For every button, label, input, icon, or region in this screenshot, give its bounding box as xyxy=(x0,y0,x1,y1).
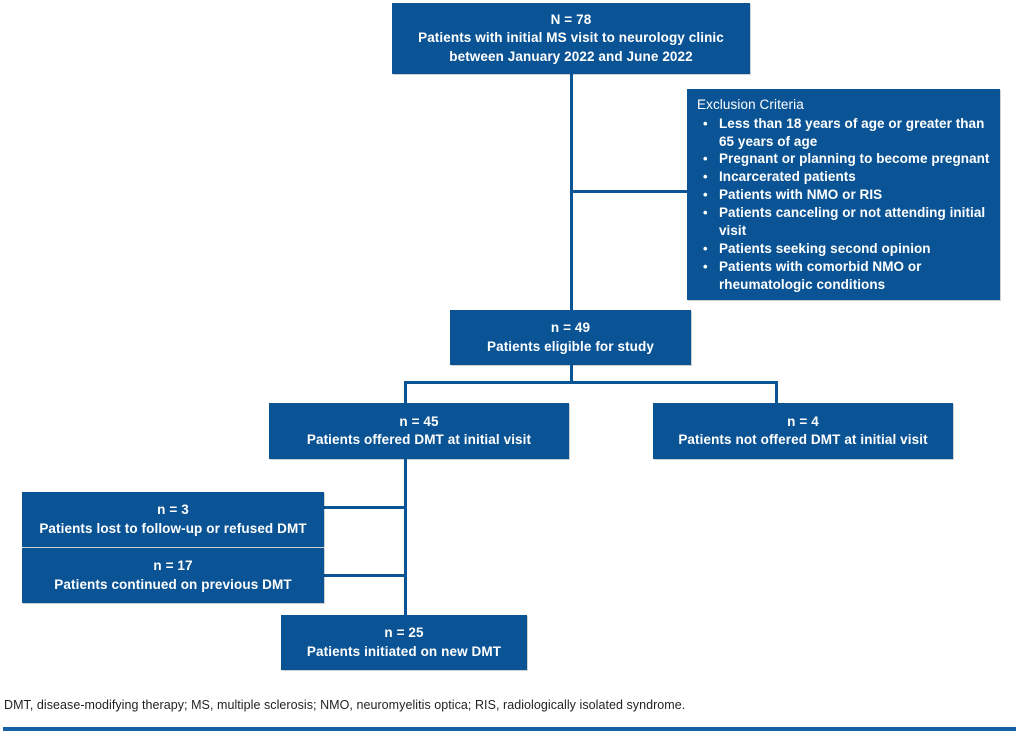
connector-split-bar xyxy=(404,381,778,384)
connector-split-left-drop xyxy=(404,381,407,404)
connector-split-right-drop xyxy=(775,381,778,404)
node-initiated-new: n = 25 Patients initiated on new DMT xyxy=(281,615,527,670)
bullet-icon: • xyxy=(703,187,708,203)
exclusion-criteria-item: • Patients canceling or not attending in… xyxy=(697,204,990,240)
bullet-icon: • xyxy=(703,241,708,257)
exclusion-criteria-item: • Patients seeking second opinion xyxy=(697,240,990,258)
node-lost-refused: n = 3 Patients lost to follow-up or refu… xyxy=(22,492,324,547)
node-offered-dmt-desc: Patients offered DMT at initial visit xyxy=(306,432,532,447)
exclusion-criteria-item-label: Incarcerated patients xyxy=(719,169,856,185)
bullet-icon: • xyxy=(703,169,708,185)
exclusion-criteria-item: • Patients with NMO or RIS xyxy=(697,186,990,204)
node-lost-refused-count: n = 3 xyxy=(157,502,189,518)
bullet-icon: • xyxy=(703,115,708,131)
node-enrolled-desc-line1: Patients with initial MS visit to neurol… xyxy=(418,30,724,46)
node-continued-previous: n = 17 Patients continued on previous DM… xyxy=(22,548,324,603)
connector-eligible-stub xyxy=(570,365,573,384)
exclusion-criteria-item-label: Pregnant or planning to become pregnant xyxy=(719,151,990,167)
exclusion-criteria-item: • Less than 18 years of age or greater t… xyxy=(697,115,990,151)
node-not-offered-dmt-desc: Patients not offered DMT at initial visi… xyxy=(678,432,928,447)
connector-branch-continued-previous xyxy=(324,574,407,577)
bullet-icon: • xyxy=(703,259,708,275)
connector-offered-to-initiated xyxy=(404,459,407,616)
exclusion-criteria-item-label: Patients with NMO or RIS xyxy=(719,187,883,203)
connector-branch-lost-refused xyxy=(324,506,407,509)
exclusion-criteria-item: • Incarcerated patients xyxy=(697,168,990,186)
exclusion-criteria-item-label: Patients with comorbid NMO or rheumatolo… xyxy=(719,259,922,293)
node-eligible: n = 49 Patients eligible for study xyxy=(450,310,691,365)
node-lost-refused-desc: Patients lost to follow-up or refused DM… xyxy=(39,520,307,536)
node-continued-previous-desc: Patients continued on previous DMT xyxy=(54,576,292,592)
node-continued-previous-count: n = 17 xyxy=(153,558,193,574)
node-offered-dmt-count: n = 45 xyxy=(399,413,439,429)
node-not-offered-dmt-count: n = 4 xyxy=(787,413,819,429)
bottom-accent-rule xyxy=(3,727,1016,731)
exclusion-criteria-item-label: Patients canceling or not attending init… xyxy=(719,205,986,239)
figure-footnote: DMT, disease-modifying therapy; MS, mult… xyxy=(4,698,686,712)
node-enrolled-desc-line2: between January 2022 and June 2022 xyxy=(449,48,693,64)
exclusion-criteria-item: • Pregnant or planning to become pregnan… xyxy=(697,150,990,168)
exclusion-criteria-title: Exclusion Criteria xyxy=(697,97,804,112)
node-initiated-new-desc: Patients initiated on new DMT xyxy=(306,643,502,659)
node-eligible-desc: Patients eligible for study xyxy=(487,338,654,354)
node-offered-dmt: n = 45 Patients offered DMT at initial v… xyxy=(269,403,569,459)
node-not-offered-dmt: n = 4 Patients not offered DMT at initia… xyxy=(653,403,953,459)
node-enrolled-count: N = 78 xyxy=(550,12,592,28)
exclusion-criteria-item-label: Less than 18 years of age or greater tha… xyxy=(719,115,985,149)
node-enrolled: N = 78 Patients with initial MS visit to… xyxy=(392,3,750,74)
exclusion-criteria-item: • Patients with comorbid NMO or rheumato… xyxy=(697,258,990,294)
exclusion-criteria-box: Exclusion Criteria • Less than 18 years … xyxy=(687,89,1000,300)
bullet-icon: • xyxy=(703,151,708,167)
node-initiated-new-count: n = 25 xyxy=(384,625,424,641)
connector-trunk-to-exclusion xyxy=(570,190,689,193)
exclusion-criteria-item-label: Patients seeking second opinion xyxy=(719,241,931,257)
exclusion-criteria-list: • Less than 18 years of age or greater t… xyxy=(697,115,990,295)
bullet-icon: • xyxy=(703,205,708,221)
node-eligible-count: n = 49 xyxy=(550,320,591,336)
